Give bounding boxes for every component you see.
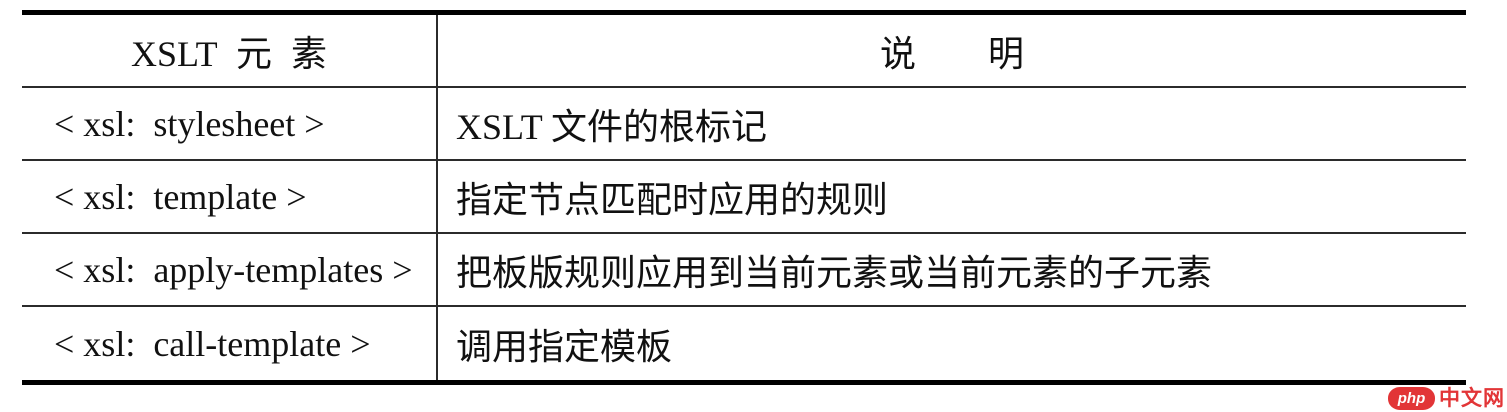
watermark: php 中文网 xyxy=(1388,386,1505,410)
table-row: < xsl: call-template > 调用指定模板 xyxy=(22,307,1466,380)
table-row: < xsl: stylesheet > XSLT 文件的根标记 xyxy=(22,88,1466,161)
cell-element-template: < xsl: template > xyxy=(22,161,438,232)
cell-element-apply-templates: < xsl: apply-templates > xyxy=(22,234,438,305)
cell-element-call-template: < xsl: call-template > xyxy=(22,307,438,380)
php-logo-icon: php xyxy=(1388,386,1435,410)
cell-element-stylesheet: < xsl: stylesheet > xyxy=(22,88,438,159)
header-cell-description: 说 明 xyxy=(879,33,1024,74)
table-header-row: XSLT 元 素 说 明 xyxy=(22,15,1466,88)
cell-description-stylesheet: XSLT 文件的根标记 xyxy=(456,106,768,147)
cell-description-apply-templates: 把板版规则应用到当前元素或当前元素的子元素 xyxy=(456,252,1213,293)
watermark-site-text: 中文网 xyxy=(1439,386,1505,410)
cell-description-call-template: 调用指定模板 xyxy=(456,326,673,367)
table-row: < xsl: template > 指定节点匹配时应用的规则 xyxy=(22,161,1466,234)
header-cell-element: XSLT 元 素 xyxy=(22,15,438,86)
xslt-elements-table: XSLT 元 素 说 明 < xsl: stylesheet > XSLT 文件… xyxy=(22,10,1466,385)
table-row: < xsl: apply-templates > 把板版规则应用到当前元素或当前… xyxy=(22,234,1466,307)
cell-description-template: 指定节点匹配时应用的规则 xyxy=(456,179,889,220)
